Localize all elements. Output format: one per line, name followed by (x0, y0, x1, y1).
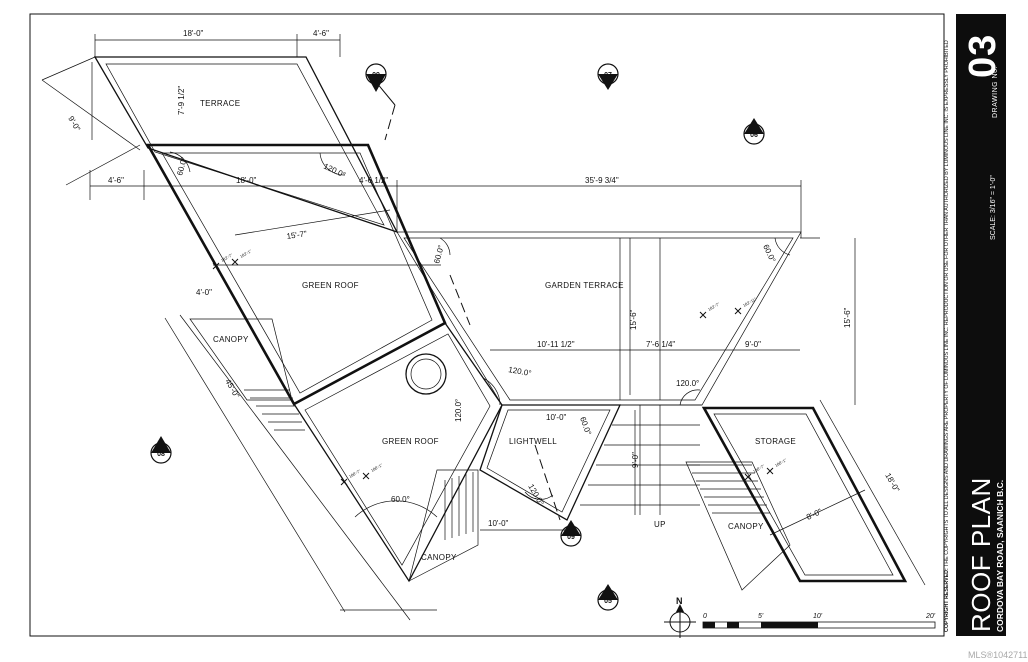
dim-label: 8'-0" (805, 507, 823, 522)
canopy-bottom-stairs (408, 469, 479, 582)
section-marker-09-top: 09 (365, 63, 387, 92)
up-label: UP (654, 520, 666, 529)
lightwell-outline (479, 404, 622, 521)
dim-label: 10'-0" (488, 519, 509, 528)
dim-label: 18'-0" (183, 29, 204, 38)
green-roof-2-outline (179, 314, 503, 621)
canopy-left-outline (189, 318, 305, 431)
project-address: CORDOVA BAY ROAD, SAANICH B.C. (995, 479, 1005, 632)
dim-label: 18'-0" (236, 176, 257, 185)
room-label-garden-terrace: GARDEN TERRACE (545, 281, 624, 290)
angle-label: 60.0° (578, 416, 593, 437)
room-label-canopy-3: CANOPY (421, 553, 457, 562)
dim-label: 15'-6" (843, 307, 852, 328)
elevation-label: 180'-1" (774, 457, 788, 468)
dim-label: 4'-6 1/2" (359, 176, 388, 185)
room-label-canopy-2: CANOPY (728, 522, 764, 531)
elevation-label: 180'-1" (370, 462, 384, 473)
angle-label: 120.0° (676, 379, 699, 388)
scale-bar: 0 5' 10' 20' (702, 613, 936, 629)
svg-text:5': 5' (758, 613, 764, 620)
elevation-label: 182'-7" (220, 252, 234, 263)
listing-watermark: MLS®1042711 (968, 650, 1028, 660)
angle-label: 120.0° (508, 365, 532, 378)
dim-label: 9'-0" (745, 340, 761, 349)
canopy-right-stairs (685, 461, 791, 591)
dim-label: 9'-0" (631, 452, 640, 468)
dim-label: 4'-6" (108, 176, 124, 185)
stairs-up-area (580, 404, 702, 515)
skylight-circle (405, 353, 447, 395)
section-marker-07: 07 (597, 63, 619, 90)
dimension-lines (41, 34, 926, 613)
garden-terrace-outline (396, 231, 802, 406)
storage-outline (701, 406, 908, 583)
dim-label: 15'-6" (629, 309, 638, 330)
dim-label: 10'-0" (546, 413, 567, 422)
angle-arcs (169, 151, 791, 518)
scale-label: SCALE: 3/16" = 1'-0" (990, 175, 997, 240)
copyright-notice: COPYRIGHT RESERVED: THE COPYRIGHTS TO AL… (944, 40, 950, 632)
elevation-label: 180'-7" (752, 463, 766, 474)
room-label-canopy-1: CANOPY (213, 335, 249, 344)
angle-label: 120.0° (454, 399, 463, 422)
room-label-green-roof-1: GREEN ROOF (302, 281, 359, 290)
dim-label: 4'-0" (196, 288, 212, 297)
elevation-label: 180'-7" (348, 468, 362, 479)
drawing-title: ROOF PLAN (966, 477, 996, 632)
elevation-label: 182'-7" (707, 301, 721, 312)
elevation-markers (212, 258, 774, 486)
section-lines (375, 81, 561, 521)
svg-text:N: N (676, 596, 683, 606)
svg-text:10': 10' (813, 613, 823, 620)
dim-label: 35'-9 3/4" (585, 176, 619, 185)
svg-text:07: 07 (604, 72, 612, 79)
svg-text:06: 06 (750, 132, 758, 139)
title-block (956, 14, 1006, 636)
dim-label: 7'-9 1/2" (177, 86, 186, 115)
green-roof-1-outline (145, 143, 447, 406)
svg-text:20': 20' (925, 613, 936, 620)
angle-label: 60.0° (761, 243, 777, 264)
section-marker-06: 06 (743, 118, 765, 145)
angle-label: 120.0° (322, 162, 347, 180)
angle-label: 60.0° (432, 244, 446, 264)
svg-text:08: 08 (157, 451, 165, 458)
angle-label: 60.0° (391, 495, 410, 504)
svg-text:09: 09 (372, 72, 380, 79)
elevation-label: 182'-1" (239, 248, 253, 259)
svg-text:05: 05 (604, 598, 612, 605)
north-arrow-icon: N (664, 596, 696, 638)
drawing-border (29, 13, 945, 637)
dim-label: 7'-6 1/4" (646, 340, 675, 349)
room-label-green-roof-2: GREEN ROOF (382, 437, 439, 446)
dim-label: 4'-6" (313, 29, 329, 38)
dim-label: 15'-7" (286, 229, 308, 241)
svg-text:09: 09 (567, 534, 575, 541)
dim-label: 10'-11 1/2" (537, 340, 575, 349)
room-label-storage: STORAGE (755, 437, 796, 446)
copyright-lead: COPYRIGHT RESERVED: (944, 568, 950, 632)
dim-label: 9'-0" (66, 115, 82, 133)
section-marker-08: 08 (150, 436, 172, 464)
room-label-lightwell: LIGHTWELL (509, 437, 557, 446)
elevation-label: 182'-11" (742, 296, 757, 308)
copyright-body: THE COPYRIGHTS TO ALL DESIGNS AND DRAWIN… (944, 40, 950, 567)
drawing-number-label: DRAWING No. (992, 66, 999, 118)
svg-text:0: 0 (703, 613, 707, 620)
section-marker-09-bottom: 09 (560, 520, 582, 547)
angle-label: 120.0° (526, 483, 545, 508)
dim-label: 45'-0" (223, 378, 241, 400)
section-marker-05: 05 (597, 584, 619, 611)
room-label-terrace: TERRACE (200, 99, 240, 108)
dim-label: 18'-0" (883, 472, 901, 494)
